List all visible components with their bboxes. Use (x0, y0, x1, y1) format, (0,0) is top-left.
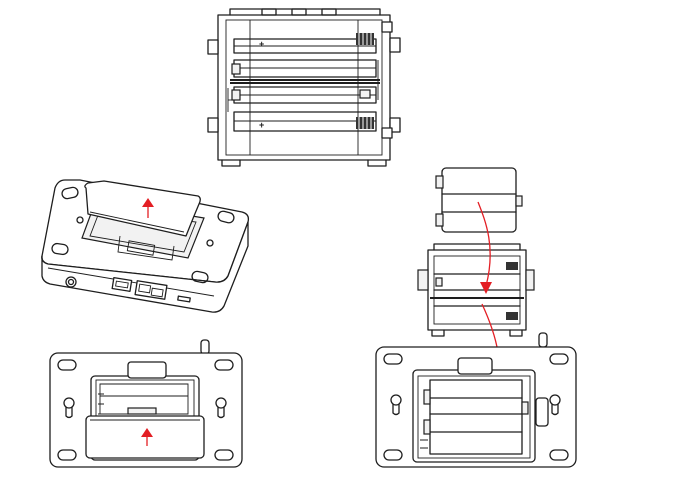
keyhole-mount-icon (549, 394, 561, 416)
polarity-plus-symbol: + (259, 39, 264, 49)
device-back-battery-installed (375, 332, 577, 468)
battery-pack-exploded (417, 167, 535, 422)
up-arrow-icon (142, 198, 154, 218)
keyhole-mount-icon (215, 397, 227, 419)
polarity-plus-symbol: + (259, 120, 264, 130)
device-back-cover-slide (49, 339, 243, 468)
keyhole-mount-icon (63, 397, 75, 419)
battery-holder-detail: + + (207, 8, 401, 167)
up-arrow-icon (141, 428, 153, 446)
keyhole-mount-icon (390, 394, 402, 416)
spring-contact-icon (356, 33, 374, 45)
spring-contact-icon (356, 117, 374, 129)
device-isometric-open-cover (41, 179, 250, 313)
